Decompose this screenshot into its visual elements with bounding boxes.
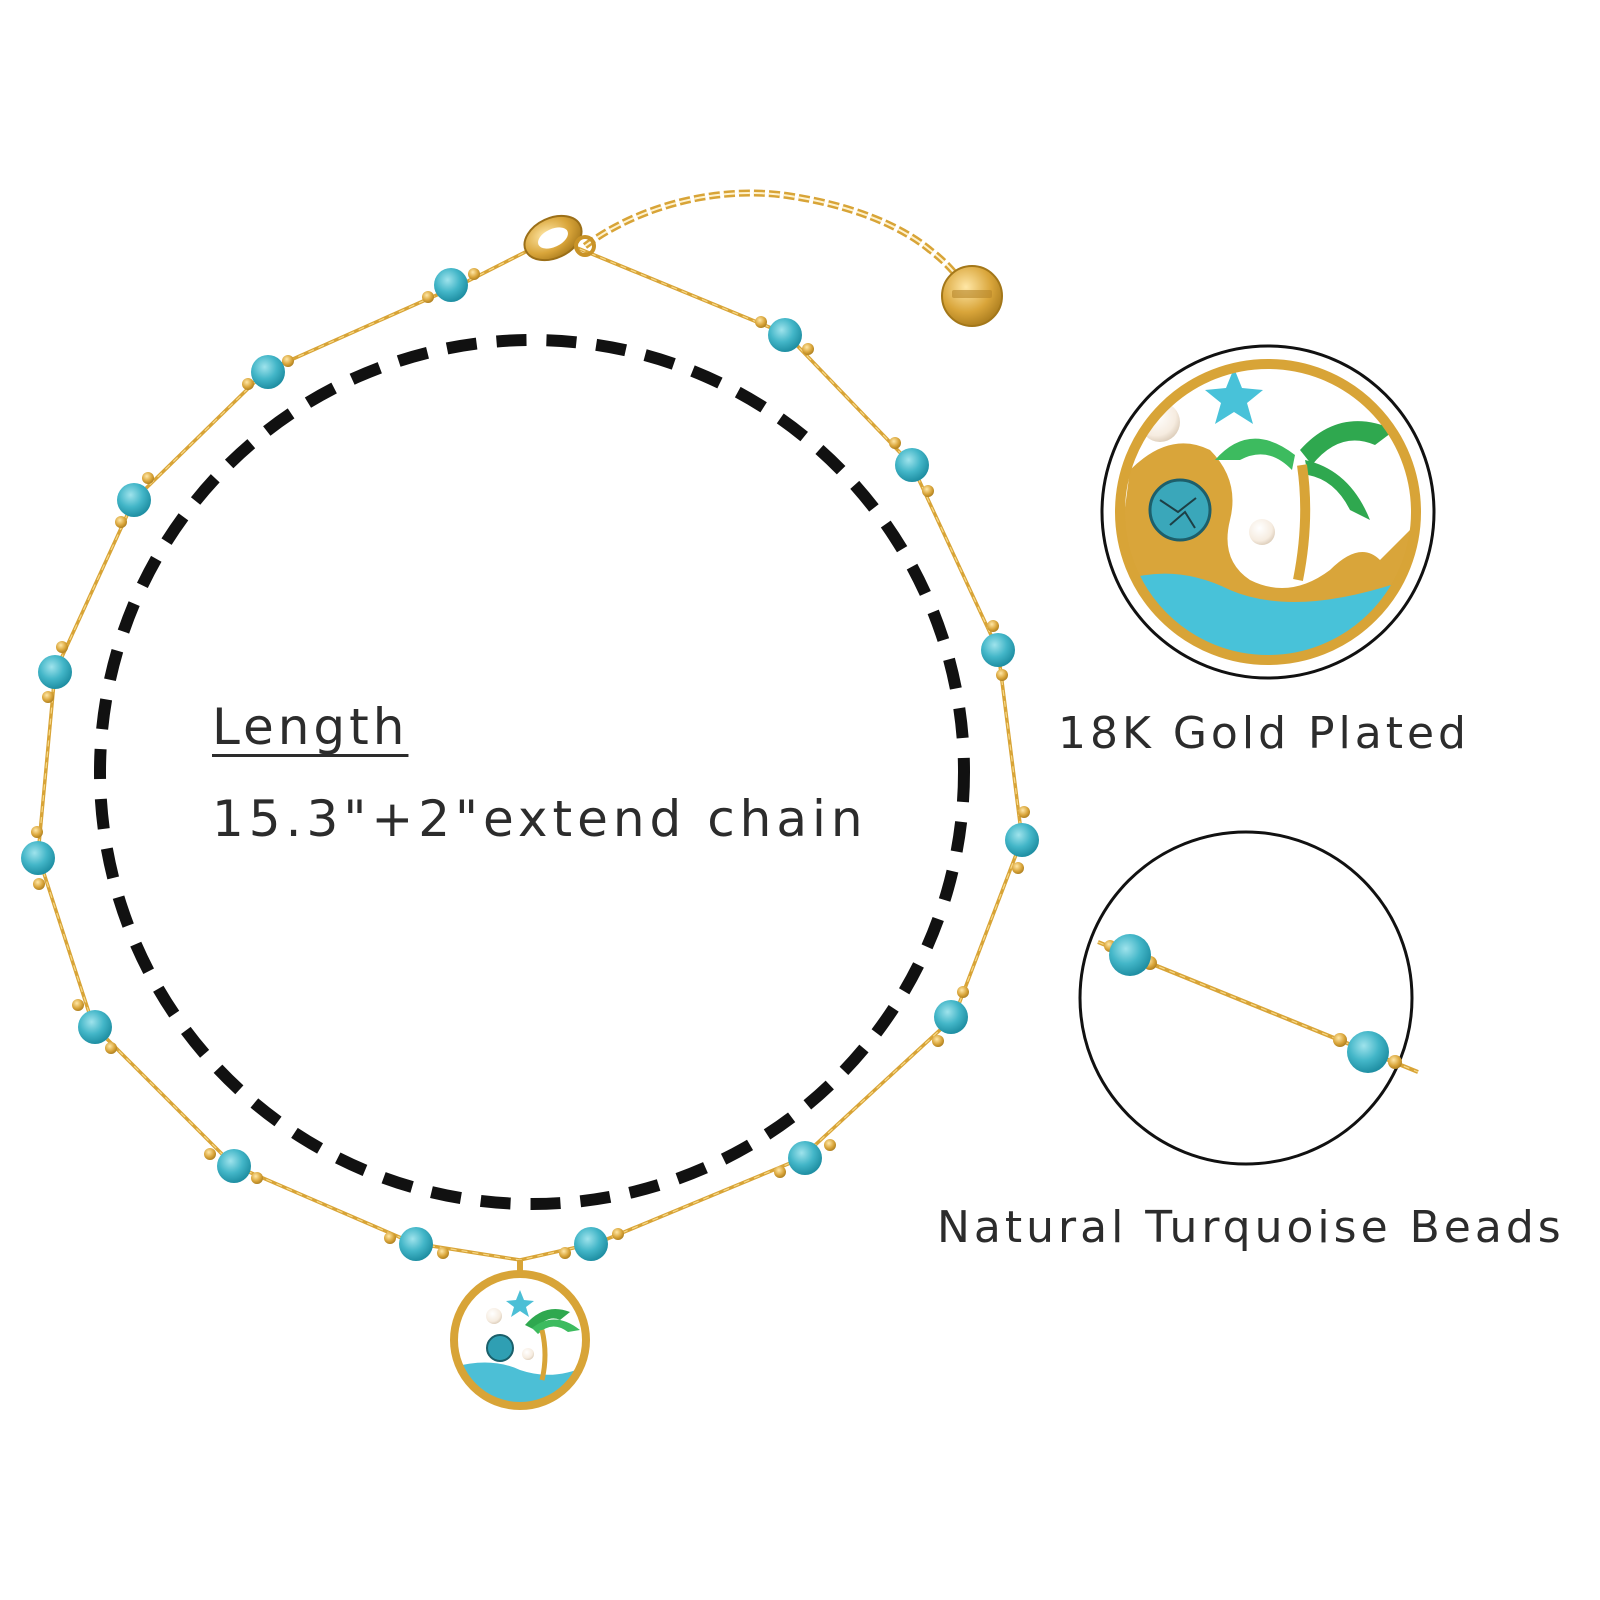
pendant <box>450 1260 590 1410</box>
lobster-clasp <box>523 214 596 262</box>
gold-spacer-beads <box>31 268 1030 1259</box>
length-dashed-circle <box>94 334 970 1210</box>
extender-chain <box>582 189 973 295</box>
beads-label: Natural Turquoise Beads <box>937 1202 1565 1253</box>
turquoise-beads <box>21 268 1039 1261</box>
pendant-detail-callout <box>1100 344 1436 680</box>
length-title: Length <box>212 698 409 756</box>
beads-detail-callout <box>1078 830 1419 1166</box>
brand-tag <box>941 265 1003 327</box>
length-value: 15.3"+2"extend chain <box>212 790 868 848</box>
necklace-chain <box>36 236 1024 1262</box>
plating-label: 18K Gold Plated <box>1058 708 1470 759</box>
